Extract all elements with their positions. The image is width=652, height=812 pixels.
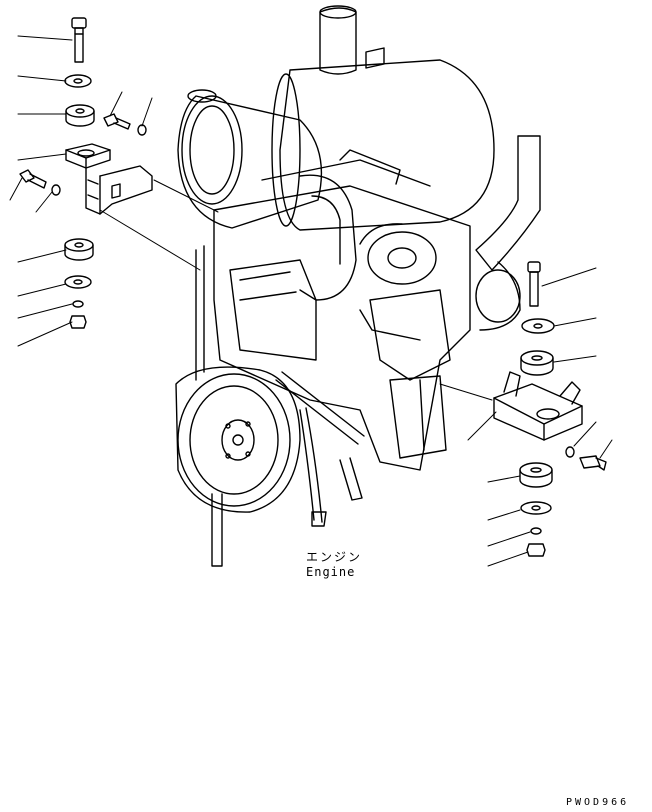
right-top-bolt <box>527 261 541 307</box>
engine-label-jp: エンジン <box>306 550 363 564</box>
engine-label-en: Engine <box>306 565 356 579</box>
drain-pipe <box>211 493 223 567</box>
turbocharger <box>359 223 437 285</box>
left-lower-bolt <box>19 169 47 189</box>
right-lock-washer <box>530 527 542 535</box>
left-leader-lines <box>9 35 219 347</box>
right-mount-parts <box>493 261 607 557</box>
left-side-bolt <box>103 113 131 130</box>
right-cushion-bottom <box>519 462 553 488</box>
left-washer-1 <box>64 74 92 88</box>
right-washer-1 <box>521 318 555 334</box>
left-cushion-bottom <box>64 238 94 261</box>
drawing-code: PWOD966 <box>566 797 630 808</box>
muffler <box>271 5 495 231</box>
intake-pipe <box>299 174 357 301</box>
air-cleaner <box>177 89 323 229</box>
exhaust-stack <box>475 135 541 271</box>
left-nut <box>69 315 87 329</box>
left-cushion-top <box>65 104 95 127</box>
left-washer-2 <box>64 275 92 289</box>
left-mount-bracket <box>65 143 153 215</box>
right-nut <box>526 543 546 557</box>
right-washer-2 <box>520 501 552 515</box>
left-top-bolt <box>71 17 87 63</box>
hose-3 <box>275 379 359 445</box>
right-mount-bracket <box>493 371 583 441</box>
right-leader-lines <box>439 267 613 567</box>
hose-1 <box>299 409 315 521</box>
engine-body <box>175 5 541 567</box>
right-cushion-top <box>520 350 554 376</box>
right-side-bolt <box>579 455 607 471</box>
left-mount-parts <box>19 17 153 329</box>
left-lock-washer <box>72 300 84 308</box>
right-side-washer <box>565 446 575 458</box>
left-lower-washer <box>51 184 61 196</box>
flywheel-housing <box>175 366 301 513</box>
engine-block <box>213 149 471 471</box>
